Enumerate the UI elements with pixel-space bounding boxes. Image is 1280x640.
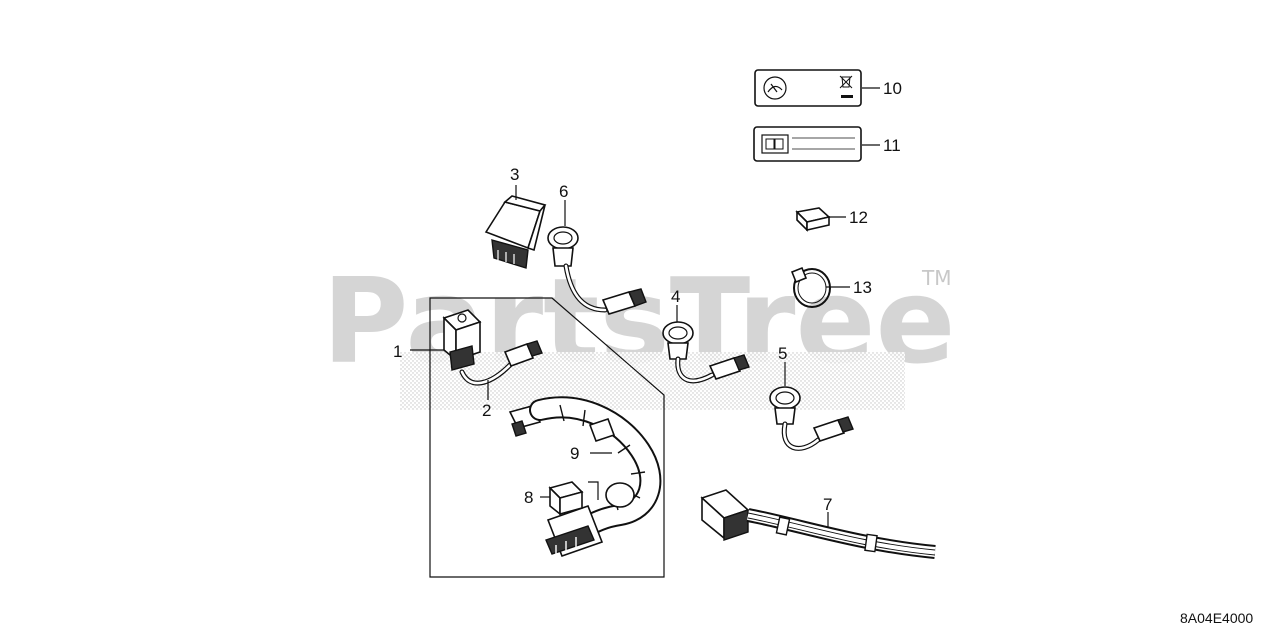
kit-outline bbox=[429, 297, 665, 578]
callout-9[interactable]: 9 bbox=[570, 444, 579, 463]
callout-13[interactable]: 13 bbox=[853, 278, 872, 297]
part-12-block bbox=[795, 207, 831, 232]
callout-1[interactable]: 1 bbox=[393, 342, 402, 361]
callout-5[interactable]: 5 bbox=[778, 344, 787, 363]
callouts: 1 2 3 4 5 6 7 8 9 10 11 12 13 bbox=[393, 79, 902, 514]
leader-lines bbox=[410, 87, 880, 528]
callout-7[interactable]: 7 bbox=[823, 495, 832, 514]
diagram-code: 8A04E4000 bbox=[1180, 610, 1253, 626]
part-5-harness bbox=[769, 386, 854, 451]
callout-2[interactable]: 2 bbox=[482, 401, 491, 420]
callout-4[interactable]: 4 bbox=[671, 287, 680, 306]
callout-11[interactable]: 11 bbox=[883, 136, 901, 155]
callout-6[interactable]: 6 bbox=[559, 182, 568, 201]
part-8-relay bbox=[548, 481, 599, 516]
watermark: PartsTree TM bbox=[322, 252, 956, 410]
part-1-switch-harness bbox=[442, 309, 543, 386]
watermark-trademark: TM bbox=[921, 266, 951, 290]
part-10-label bbox=[754, 69, 862, 107]
callout-3[interactable]: 3 bbox=[510, 165, 519, 184]
callout-10[interactable]: 10 bbox=[883, 79, 902, 98]
part-6-harness bbox=[547, 226, 647, 315]
part-7-cable-harness bbox=[700, 489, 936, 559]
part-11-label bbox=[753, 126, 862, 162]
part-9-main-harness bbox=[508, 396, 662, 558]
callout-8[interactable]: 8 bbox=[524, 488, 533, 507]
part-13-band bbox=[790, 266, 831, 308]
part-3-switch bbox=[484, 195, 547, 269]
part-4-harness bbox=[662, 321, 750, 384]
callout-12[interactable]: 12 bbox=[849, 208, 868, 227]
